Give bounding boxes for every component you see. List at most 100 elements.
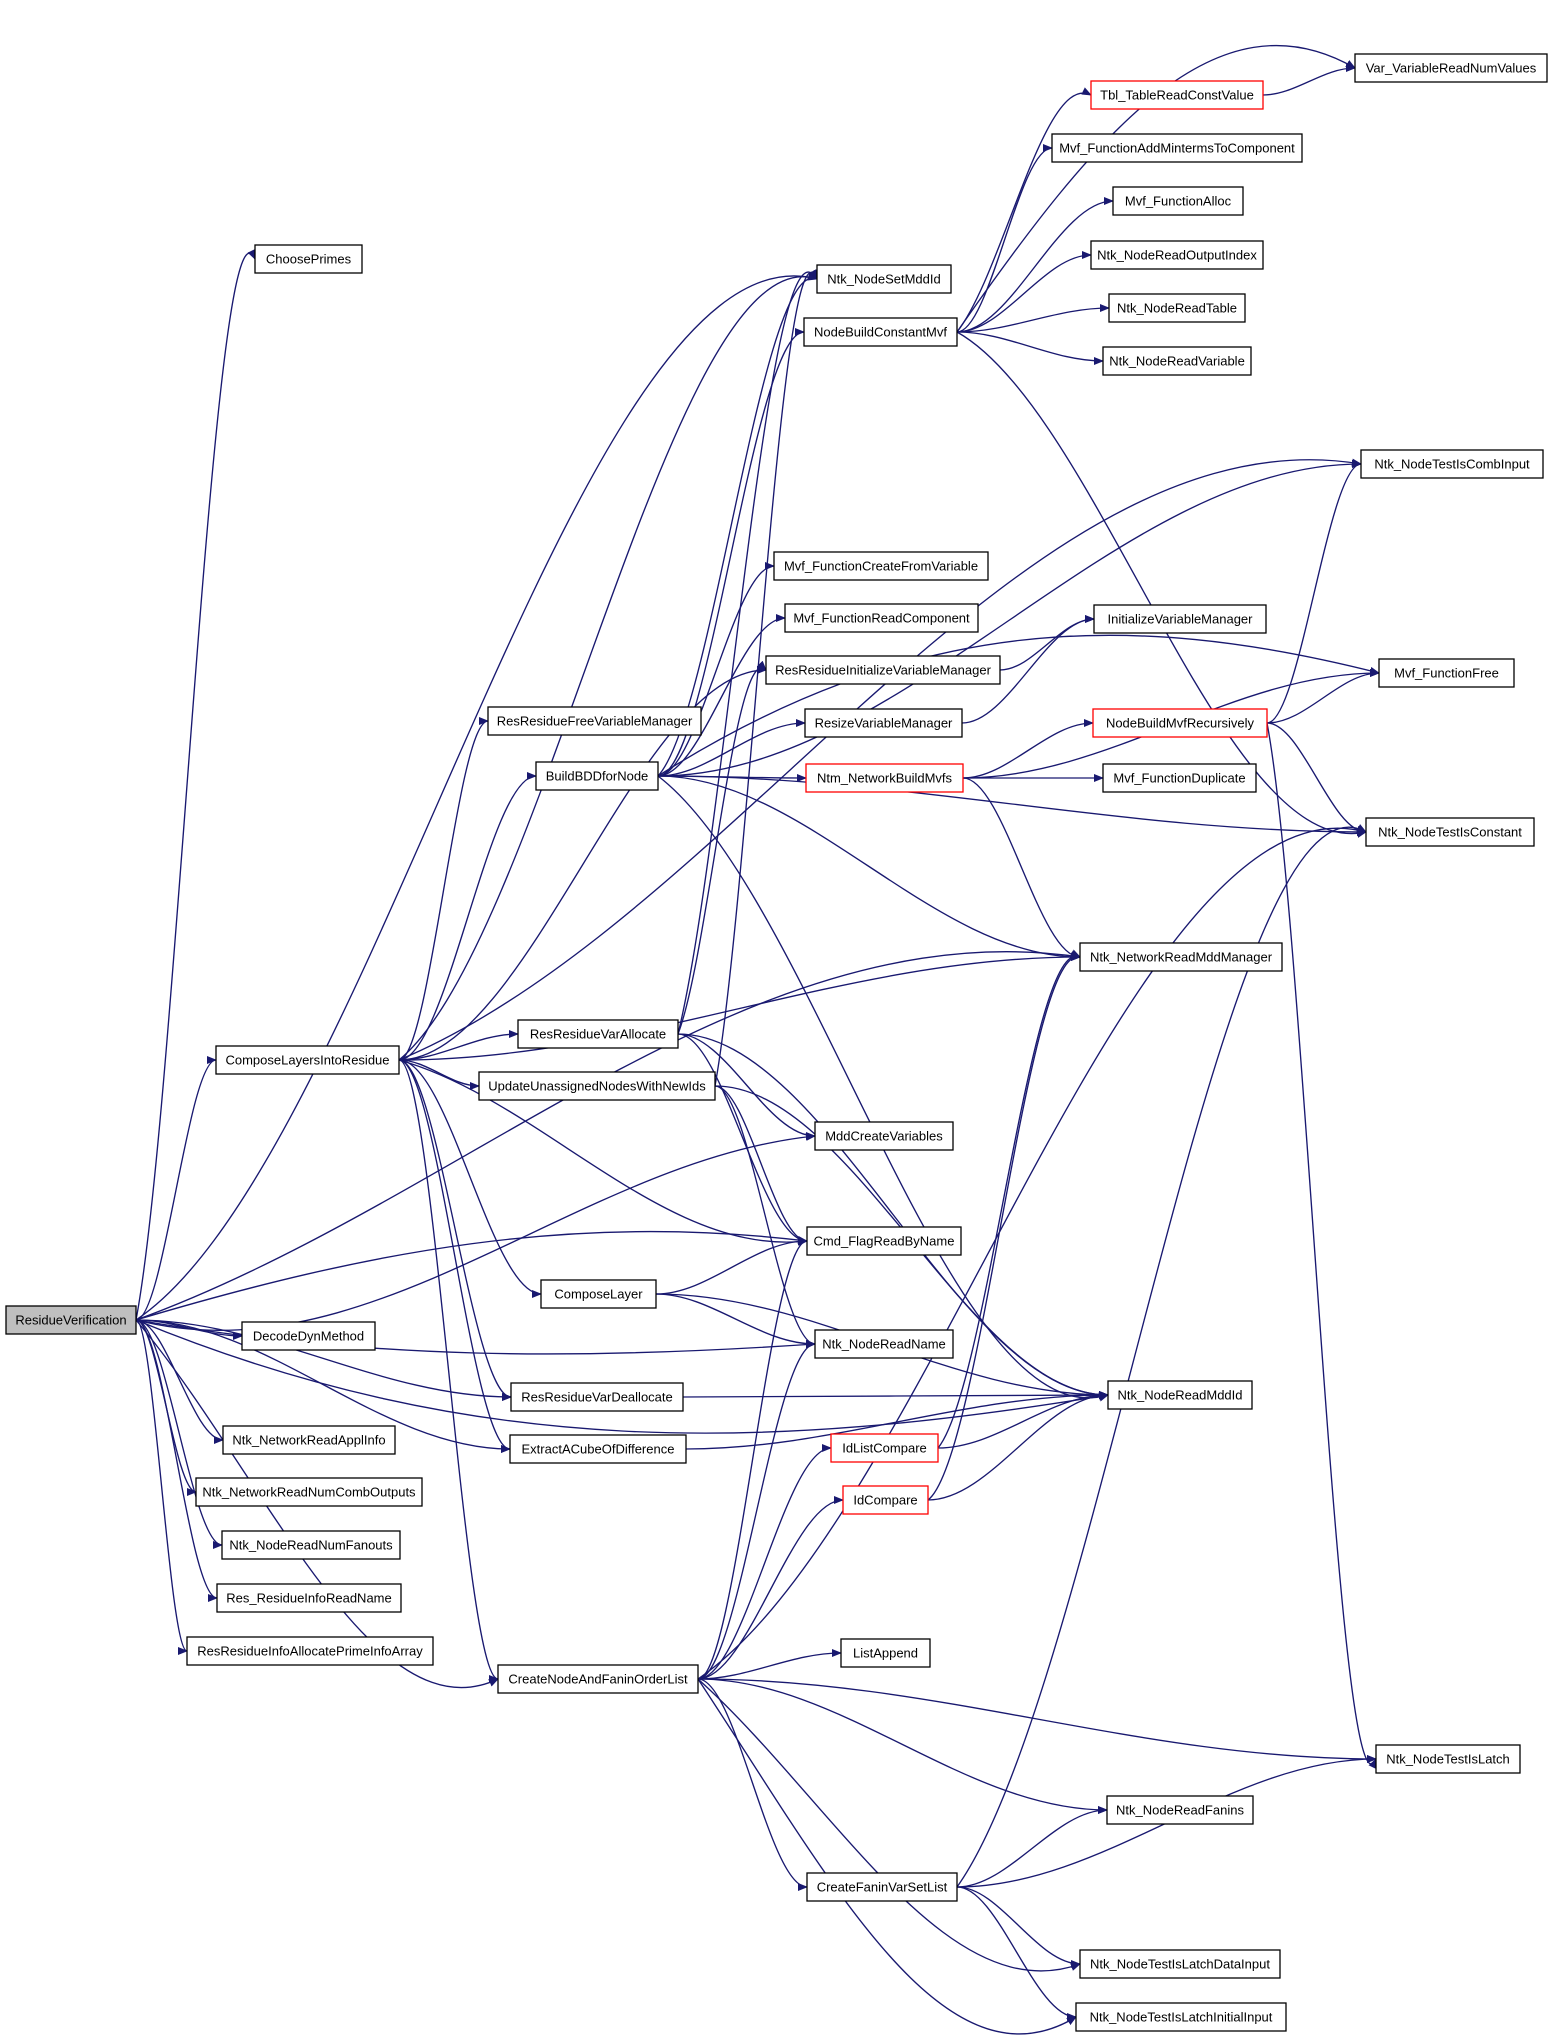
node-box[interactable]	[1106, 1795, 1254, 1825]
node-box[interactable]	[1378, 658, 1515, 688]
node-box[interactable]	[1079, 1949, 1281, 1979]
node-IdCompare[interactable]: IdCompare	[842, 1485, 929, 1515]
node-box[interactable]	[1090, 80, 1264, 110]
node-box[interactable]	[1092, 708, 1268, 738]
node-box[interactable]	[241, 1321, 376, 1351]
node-Mvf_FunctionAddMintermsToComponent[interactable]: Mvf_FunctionAddMintermsToComponent	[1051, 133, 1303, 163]
node-box[interactable]	[806, 1872, 958, 1902]
node-box[interactable]	[1375, 1744, 1521, 1774]
node-box[interactable]	[1051, 133, 1303, 163]
node-ResidueVerification[interactable]: ResidueVerification	[5, 1305, 137, 1335]
node-ComposeLayersIntoResidue[interactable]: ComposeLayersIntoResidue	[215, 1045, 400, 1075]
node-Ntk_NodeReadFanins[interactable]: Ntk_NodeReadFanins	[1106, 1795, 1254, 1825]
node-box[interactable]	[804, 708, 963, 738]
node-CreateNodeAndFaninOrderList[interactable]: CreateNodeAndFaninOrderList	[497, 1664, 699, 1694]
node-box[interactable]	[478, 1071, 716, 1101]
node-box[interactable]	[765, 655, 1001, 685]
node-box[interactable]	[814, 1121, 954, 1151]
node-box[interactable]	[186, 1636, 434, 1666]
node-Ntk_NodeTestIsLatchInitialInput[interactable]: Ntk_NodeTestIsLatchInitialInput	[1075, 2002, 1287, 2032]
node-Ntk_NodeTestIsConstant[interactable]: Ntk_NodeTestIsConstant	[1365, 817, 1535, 847]
node-box[interactable]	[195, 1477, 423, 1507]
node-box[interactable]	[842, 1485, 929, 1515]
node-Res_ResidueInfoReadName[interactable]: Res_ResidueInfoReadName	[216, 1583, 402, 1613]
node-box[interactable]	[803, 317, 958, 347]
node-Ntk_NodeTestIsCombInput[interactable]: Ntk_NodeTestIsCombInput	[1360, 449, 1544, 479]
node-Ntk_NetworkReadApplInfo[interactable]: Ntk_NetworkReadApplInfo	[222, 1425, 396, 1455]
node-box[interactable]	[840, 1638, 931, 1668]
node-box[interactable]	[216, 1583, 402, 1613]
node-box[interactable]	[806, 1226, 962, 1256]
node-box[interactable]	[510, 1382, 684, 1412]
node-Ntk_NodeReadNumFanouts[interactable]: Ntk_NodeReadNumFanouts	[221, 1530, 401, 1560]
node-NodeBuildMvfRecursively[interactable]: NodeBuildMvfRecursively	[1092, 708, 1268, 738]
node-box[interactable]	[221, 1530, 401, 1560]
node-box[interactable]	[830, 1433, 939, 1463]
node-Ntm_NetworkBuildMvfs[interactable]: Ntm_NetworkBuildMvfs	[805, 763, 964, 793]
node-box[interactable]	[814, 1329, 954, 1359]
node-box[interactable]	[1365, 817, 1535, 847]
node-ResResidueFreeVariableManager[interactable]: ResResidueFreeVariableManager	[487, 706, 702, 736]
node-InitializeVariableManager[interactable]: InitializeVariableManager	[1093, 604, 1267, 634]
node-box[interactable]	[222, 1425, 396, 1455]
node-ResResidueInfoAllocatePrimeInfoArray[interactable]: ResResidueInfoAllocatePrimeInfoArray	[186, 1636, 434, 1666]
node-box[interactable]	[805, 763, 964, 793]
node-box[interactable]	[1093, 604, 1267, 634]
node-BuildBDDforNode[interactable]: BuildBDDforNode	[535, 761, 659, 791]
node-NodeBuildConstantMvf[interactable]: NodeBuildConstantMvf	[803, 317, 958, 347]
node-MddCreateVariables[interactable]: MddCreateVariables	[814, 1121, 954, 1151]
node-box[interactable]	[5, 1305, 137, 1335]
node-DecodeDynMethod[interactable]: DecodeDynMethod	[241, 1321, 376, 1351]
node-box[interactable]	[1079, 942, 1283, 972]
node-box[interactable]	[1108, 293, 1246, 323]
node-box[interactable]	[487, 706, 702, 736]
node-Mvf_FunctionFree[interactable]: Mvf_FunctionFree	[1378, 658, 1515, 688]
node-Var_VariableReadNumValues[interactable]: Var_VariableReadNumValues	[1354, 53, 1548, 83]
node-Ntk_NodeSetMddId[interactable]: Ntk_NodeSetMddId	[816, 264, 952, 294]
node-box[interactable]	[1102, 763, 1257, 793]
node-Ntk_NodeReadOutputIndex[interactable]: Ntk_NodeReadOutputIndex	[1090, 240, 1264, 270]
node-ResResidueInitializeVariableManager[interactable]: ResResidueInitializeVariableManager	[765, 655, 1001, 685]
node-ChoosePrimes[interactable]: ChoosePrimes	[254, 244, 363, 274]
node-box[interactable]	[1075, 2002, 1287, 2032]
node-Ntk_NodeTestIsLatch[interactable]: Ntk_NodeTestIsLatch	[1375, 1744, 1521, 1774]
node-box[interactable]	[1354, 53, 1548, 83]
node-box[interactable]	[1107, 1380, 1253, 1410]
node-box[interactable]	[540, 1279, 657, 1309]
node-ResizeVariableManager[interactable]: ResizeVariableManager	[804, 708, 963, 738]
node-UpdateUnassignedNodesWithNewIds[interactable]: UpdateUnassignedNodesWithNewIds	[478, 1071, 716, 1101]
node-ListAppend[interactable]: ListAppend	[840, 1638, 931, 1668]
node-box[interactable]	[816, 264, 952, 294]
node-box[interactable]	[535, 761, 659, 791]
node-ResResidueVarDeallocate[interactable]: ResResidueVarDeallocate	[510, 1382, 684, 1412]
node-Ntk_NodeTestIsLatchDataInput[interactable]: Ntk_NodeTestIsLatchDataInput	[1079, 1949, 1281, 1979]
node-Mvf_FunctionDuplicate[interactable]: Mvf_FunctionDuplicate	[1102, 763, 1257, 793]
node-box[interactable]	[784, 603, 979, 633]
node-box[interactable]	[517, 1019, 679, 1049]
node-Mvf_FunctionReadComponent[interactable]: Mvf_FunctionReadComponent	[784, 603, 979, 633]
node-box[interactable]	[509, 1434, 687, 1464]
node-Ntk_NodeReadName[interactable]: Ntk_NodeReadName	[814, 1329, 954, 1359]
node-box[interactable]	[1102, 346, 1252, 376]
node-Mvf_FunctionAlloc[interactable]: Mvf_FunctionAlloc	[1112, 186, 1244, 216]
node-ResResidueVarAllocate[interactable]: ResResidueVarAllocate	[517, 1019, 679, 1049]
node-Ntk_NetworkReadMddManager[interactable]: Ntk_NetworkReadMddManager	[1079, 942, 1283, 972]
node-box[interactable]	[215, 1045, 400, 1075]
node-Ntk_NetworkReadNumCombOutputs[interactable]: Ntk_NetworkReadNumCombOutputs	[195, 1477, 423, 1507]
node-Cmd_FlagReadByName[interactable]: Cmd_FlagReadByName	[806, 1226, 962, 1256]
node-Mvf_FunctionCreateFromVariable[interactable]: Mvf_FunctionCreateFromVariable	[773, 551, 989, 581]
node-IdListCompare[interactable]: IdListCompare	[830, 1433, 939, 1463]
node-box[interactable]	[254, 244, 363, 274]
node-Ntk_NodeReadVariable[interactable]: Ntk_NodeReadVariable	[1102, 346, 1252, 376]
node-ComposeLayer[interactable]: ComposeLayer	[540, 1279, 657, 1309]
node-ExtractACubeOfDifference[interactable]: ExtractACubeOfDifference	[509, 1434, 687, 1464]
node-box[interactable]	[773, 551, 989, 581]
node-box[interactable]	[1112, 186, 1244, 216]
node-Ntk_NodeReadMddId[interactable]: Ntk_NodeReadMddId	[1107, 1380, 1253, 1410]
node-box[interactable]	[1360, 449, 1544, 479]
node-CreateFaninVarSetList[interactable]: CreateFaninVarSetList	[806, 1872, 958, 1902]
node-box[interactable]	[1090, 240, 1264, 270]
node-box[interactable]	[497, 1664, 699, 1694]
node-Tbl_TableReadConstValue[interactable]: Tbl_TableReadConstValue	[1090, 80, 1264, 110]
node-Ntk_NodeReadTable[interactable]: Ntk_NodeReadTable	[1108, 293, 1246, 323]
